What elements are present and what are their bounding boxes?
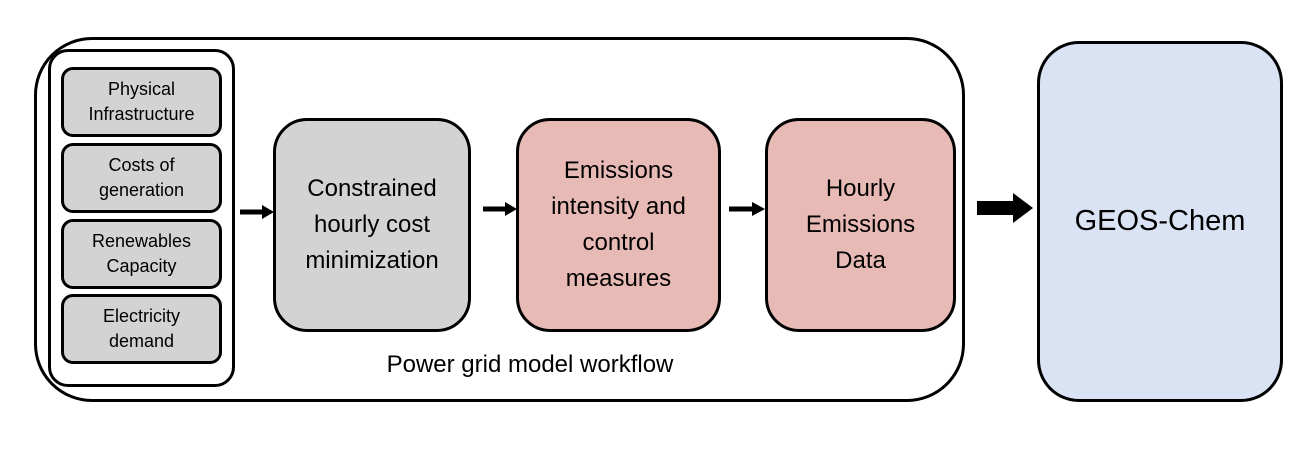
- inputs-group: [48, 49, 235, 387]
- input-renewables-capacity: Renewables Capacity: [61, 219, 222, 289]
- arrow-workflow-to-geos-chem: [977, 193, 1033, 223]
- geos-chem-label: GEOS-Chem: [1074, 205, 1246, 237]
- input-electricity-demand-label: Electricity demand: [102, 306, 180, 351]
- arrow-inputs-to-optimization: [240, 205, 274, 219]
- arrow-optimization-to-emissions: [483, 202, 517, 216]
- input-electricity-demand: Electricity demand: [61, 294, 222, 364]
- cost-minimization-label: Constrained hourly cost minimization: [305, 175, 439, 274]
- input-physical-infrastructure: Physical Infrastructure: [61, 67, 222, 137]
- power-grid-workflow-container: [34, 37, 965, 402]
- arrow-emissions-to-hourly: [729, 202, 765, 216]
- input-renewables-capacity-label: Renewables Capacity: [91, 231, 192, 276]
- cost-minimization-box: Constrained hourly cost minimization: [273, 118, 471, 332]
- emissions-intensity-label: Emissions intensity and control measures: [551, 157, 686, 292]
- hourly-emissions-box: Hourly Emissions Data: [765, 118, 956, 332]
- hourly-emissions-label: Hourly Emissions Data: [805, 175, 916, 274]
- workflow-caption: Power grid model workflow: [386, 351, 674, 378]
- emissions-intensity-box: Emissions intensity and control measures: [516, 118, 721, 332]
- input-costs-of-generation-label: Costs of generation: [98, 155, 185, 200]
- input-costs-of-generation: Costs of generation: [61, 143, 222, 213]
- input-physical-infrastructure-label: Physical Infrastructure: [88, 79, 195, 124]
- geos-chem-box: GEOS-Chem: [1037, 41, 1283, 402]
